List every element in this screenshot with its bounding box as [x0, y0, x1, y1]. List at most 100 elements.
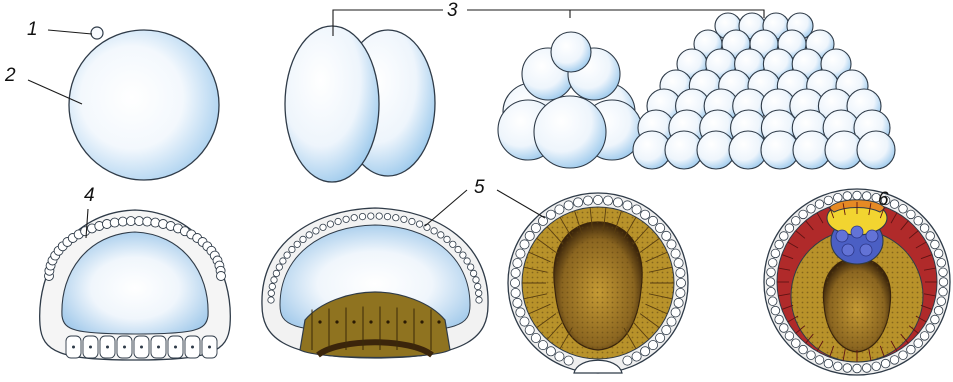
- cell: [525, 231, 534, 240]
- cell: [824, 359, 833, 368]
- cell: [118, 217, 127, 226]
- cell: [780, 232, 789, 241]
- cell: [511, 268, 520, 277]
- cell: [520, 317, 529, 326]
- label-5: 5: [474, 178, 485, 197]
- cell: [143, 217, 152, 226]
- cell: [834, 362, 843, 371]
- cell: [780, 324, 789, 333]
- cell: [807, 205, 816, 214]
- cell: [676, 288, 685, 297]
- nucleus: [403, 320, 406, 323]
- cell: [470, 270, 476, 276]
- cell: [593, 195, 602, 204]
- cell: [409, 218, 415, 224]
- cell: [767, 268, 776, 277]
- cell: [603, 196, 612, 205]
- cell: [284, 252, 290, 258]
- cell: [862, 192, 871, 201]
- cell: [785, 224, 794, 233]
- cell: [294, 241, 300, 247]
- cell: [416, 221, 422, 227]
- cell: [401, 216, 407, 222]
- cell: [632, 352, 641, 361]
- cell: [525, 326, 534, 335]
- cell: [280, 258, 286, 264]
- early-gastrula-stage: [262, 208, 488, 358]
- label-2: 2: [5, 66, 16, 85]
- cell: [464, 258, 470, 264]
- cell: [269, 283, 275, 289]
- cell: [460, 252, 466, 258]
- cell: [926, 232, 935, 241]
- cell: [531, 223, 540, 232]
- cell: [766, 278, 775, 287]
- cell: [866, 230, 878, 242]
- cell: [510, 278, 519, 287]
- cell: [775, 315, 784, 324]
- cell: [555, 205, 564, 214]
- cell: [914, 217, 923, 226]
- cell: [768, 259, 777, 268]
- cell: [300, 236, 306, 242]
- cell: [641, 210, 650, 219]
- cell: [648, 216, 657, 225]
- nucleus: [318, 320, 321, 323]
- cell: [393, 215, 399, 221]
- cell: [520, 240, 529, 249]
- cell: [648, 341, 657, 350]
- cell: [667, 317, 676, 326]
- cell: [273, 270, 279, 276]
- cell: [516, 308, 525, 317]
- cell: [268, 297, 274, 303]
- cell: [641, 347, 650, 356]
- cell: [513, 298, 522, 307]
- cell: [468, 264, 474, 270]
- cell: [513, 259, 522, 268]
- cell: [872, 362, 881, 371]
- cell: [807, 351, 816, 360]
- cell: [662, 326, 671, 335]
- cell: [476, 290, 482, 296]
- cell: [623, 201, 632, 210]
- nucleus: [157, 346, 160, 349]
- cell: [768, 297, 777, 306]
- two-cell-stage: [285, 26, 435, 182]
- cell: [424, 224, 430, 230]
- cell: [444, 236, 450, 242]
- cell: [934, 249, 943, 258]
- cell: [351, 215, 357, 221]
- cell: [926, 324, 935, 333]
- cell: [815, 356, 824, 365]
- egg-stage: [69, 27, 219, 180]
- nucleus: [352, 320, 355, 323]
- cell: [907, 210, 916, 219]
- cell: [455, 246, 461, 252]
- cell: [767, 287, 776, 296]
- cell: [851, 226, 863, 238]
- cell: [771, 249, 780, 258]
- cell: [792, 339, 801, 348]
- nucleus: [123, 346, 126, 349]
- cell: [613, 198, 622, 207]
- cell: [343, 216, 349, 222]
- cell: [476, 297, 482, 303]
- cell: [276, 264, 282, 270]
- cell: [799, 210, 808, 219]
- label-1: 1: [27, 20, 38, 39]
- cell: [939, 278, 948, 287]
- nucleus: [106, 346, 109, 349]
- cell: [475, 283, 481, 289]
- blastomere: [285, 26, 379, 182]
- cell: [676, 278, 685, 287]
- cell: [327, 221, 333, 227]
- cell: [667, 240, 676, 249]
- cell: [842, 244, 854, 256]
- cell: [939, 268, 948, 277]
- cell: [110, 218, 119, 227]
- cell: [438, 232, 444, 238]
- cell: [656, 333, 665, 342]
- cell: [564, 356, 573, 365]
- leader-line-5b: [497, 190, 545, 218]
- nucleus: [72, 346, 75, 349]
